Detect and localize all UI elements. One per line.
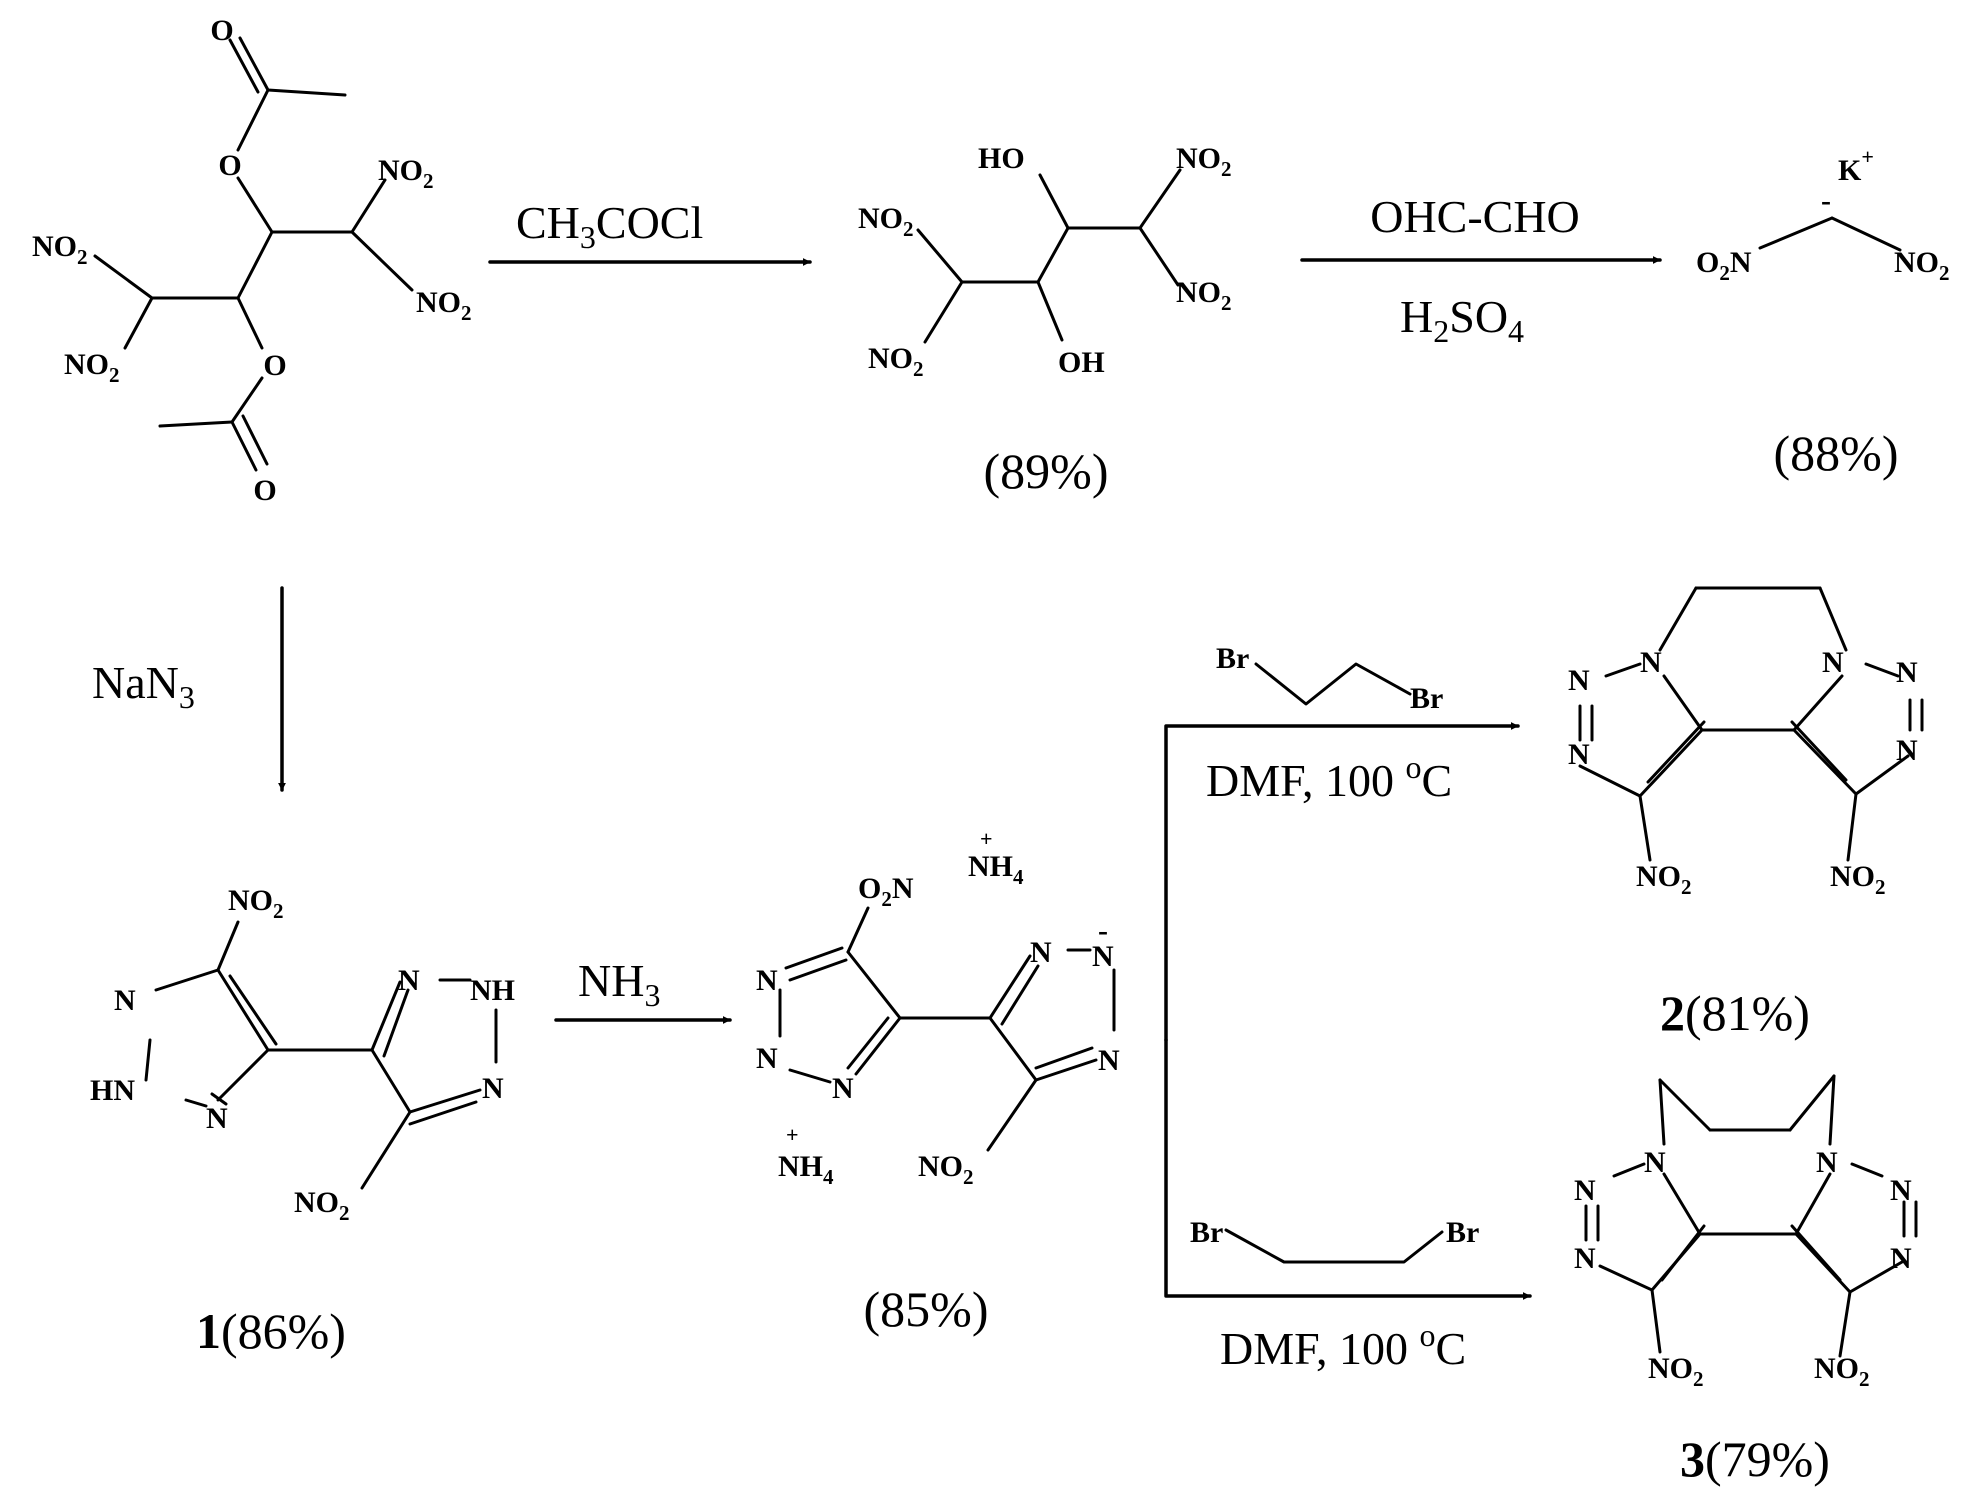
atom-label: N xyxy=(398,964,420,997)
dinitro-diol-structure: HO OH NO2 NO2 NO2 NO2 xyxy=(858,142,1232,381)
reagent-sodium-azide: NaN3 xyxy=(92,657,195,715)
atom-label: N xyxy=(1574,1174,1596,1207)
nitro-label: NO2 xyxy=(1176,142,1232,181)
reagent-conditions-upper: DMF, 100 oC xyxy=(1206,749,1452,806)
reaction-arrow-upper xyxy=(1164,722,1520,1042)
potassium-label: K+ xyxy=(1838,144,1874,187)
bromine-label: Br xyxy=(1216,642,1249,675)
yield-compound-1: 1(86%) xyxy=(196,1303,346,1359)
nitro-label: NO2 xyxy=(228,884,284,923)
nitro-label: NO2 xyxy=(918,1150,974,1189)
nitro-label: O2N xyxy=(1696,246,1752,285)
atom-label: N xyxy=(482,1072,504,1105)
atom-label: N xyxy=(1822,646,1844,679)
atom-label: O xyxy=(210,14,233,47)
nitro-label: NO2 xyxy=(378,154,434,193)
reagent-conditions-lower: DMF, 100 oC xyxy=(1220,1317,1466,1374)
atom-label: N xyxy=(1896,656,1918,689)
ammonium-label: NH4 xyxy=(778,1150,834,1189)
atom-label: NH xyxy=(470,974,515,1007)
atom-label: N xyxy=(1092,940,1114,973)
yield-compound-3: 3(79%) xyxy=(1680,1431,1830,1487)
atom-label: N xyxy=(1574,1242,1596,1275)
yield-diammonium-salt: (85%) xyxy=(864,1281,989,1337)
hydroxyl-label: HO xyxy=(978,142,1025,175)
atom-label: O xyxy=(263,349,286,382)
atom-label: N xyxy=(206,1102,228,1135)
reagent-sulfuric-acid: H2SO4 xyxy=(1400,291,1524,349)
atom-label: O xyxy=(218,149,241,182)
compound-2-structure: N N N N N N NO2 NO2 xyxy=(1568,586,1924,899)
yield-potassium-salt: (88%) xyxy=(1774,425,1899,481)
atom-label: N xyxy=(1896,734,1918,767)
nitro-label: O2N xyxy=(858,872,914,911)
reagent-dibromopropane: Br Br xyxy=(1190,1216,1479,1264)
atom-label: O xyxy=(253,474,276,507)
compound-3-structure: N N N N N N NO2 NO2 xyxy=(1574,1074,1918,1391)
nitro-label: NO2 xyxy=(1830,860,1886,899)
nitro-label: NO2 xyxy=(1648,1352,1704,1391)
bromine-label: Br xyxy=(1446,1216,1479,1249)
bromine-label: Br xyxy=(1410,682,1443,715)
bromine-label: Br xyxy=(1190,1216,1223,1249)
atom-label: N xyxy=(756,1042,778,1075)
nitro-label: NO2 xyxy=(868,342,924,381)
atom-label: N xyxy=(114,984,136,1017)
starting-diacetate-structure: O O O O NO2 NO2 NO2 NO2 xyxy=(32,14,472,507)
hydroxyl-label: OH xyxy=(1058,346,1105,379)
yield-compound-2: 2(81%) xyxy=(1660,985,1810,1041)
compound-1-structure: NO2 N HN N N NH N NO2 xyxy=(90,884,515,1225)
nitro-label: NO2 xyxy=(1814,1352,1870,1391)
atom-label: N xyxy=(756,964,778,997)
reaction-arrow-lower xyxy=(1164,1038,1532,1300)
nitro-label: NO2 xyxy=(64,348,120,387)
atom-label: N xyxy=(1568,738,1590,771)
atom-label: HN xyxy=(90,1074,135,1107)
atom-label: N xyxy=(1568,664,1590,697)
atom-label: N xyxy=(832,1072,854,1105)
nitro-label: NO2 xyxy=(1636,860,1692,899)
atom-label: N xyxy=(1890,1242,1912,1275)
yield-diol: (89%) xyxy=(984,443,1109,499)
ammonium-label: NH4 xyxy=(968,850,1024,889)
reagent-glyoxal: OHC-CHO xyxy=(1370,191,1580,242)
nitro-label: NO2 xyxy=(858,202,914,241)
charge-plus: + xyxy=(786,1122,799,1147)
carbanion-charge: - xyxy=(1821,184,1831,217)
charge-minus: - xyxy=(1098,914,1108,947)
nitro-label: NO2 xyxy=(1176,276,1232,315)
nitro-label: NO2 xyxy=(32,230,88,269)
nitro-label: NO2 xyxy=(416,286,472,325)
nitro-label: NO2 xyxy=(1894,246,1950,285)
atom-label: N xyxy=(1890,1174,1912,1207)
reagent-ammonia: NH3 xyxy=(578,955,660,1013)
atom-label: N xyxy=(1030,936,1052,969)
atom-label: N xyxy=(1640,646,1662,679)
atom-label: N xyxy=(1816,1146,1838,1179)
potassium-dinitromethanide-structure: K+ - O2N NO2 xyxy=(1696,144,1950,285)
diammonium-salt-structure: O2N NH4 + N N N N N - N NH4 + NO2 xyxy=(756,826,1120,1189)
charge-plus: + xyxy=(980,826,993,851)
atom-label: N xyxy=(1098,1044,1120,1077)
atom-label: N xyxy=(1644,1146,1666,1179)
reagent-dibromoethane: Br Br xyxy=(1216,642,1443,715)
nitro-label: NO2 xyxy=(294,1186,350,1225)
reagent-acetyl-chloride: CH3COCl xyxy=(516,197,703,255)
